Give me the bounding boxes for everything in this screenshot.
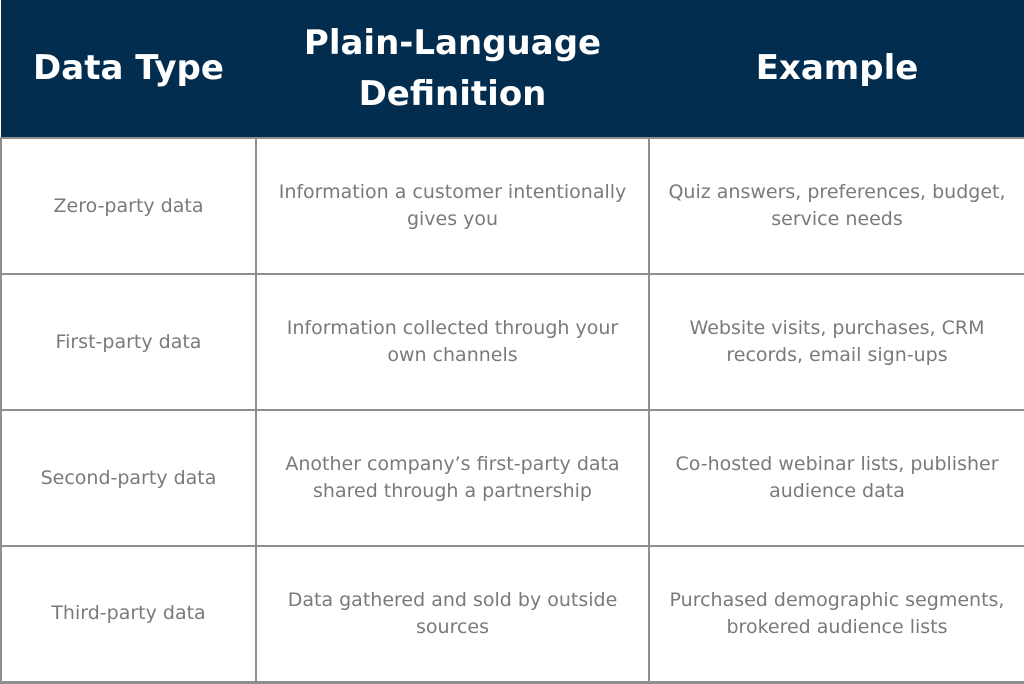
cell-data-type: Second-party data (0, 409, 257, 547)
cell-data-type: Zero-party data (0, 137, 257, 275)
cell-example: Co-hosted webinar lists, publisher audie… (648, 409, 1024, 547)
table-row: Third-party data Data gathered and sold … (0, 545, 1024, 684)
cell-example: Purchased demographic segments, brokered… (648, 545, 1024, 684)
header-example: Example (649, 0, 1024, 138)
cell-example: Quiz answers, preferences, budget, servi… (648, 137, 1024, 275)
table-header: Data Type Plain-Language Definition Exam… (1, 0, 1024, 138)
cell-example: Website visits, purchases, CRM records, … (648, 273, 1024, 411)
cell-data-type: First-party data (0, 273, 257, 411)
table-row: Second-party data Another company’s firs… (0, 409, 1024, 547)
header-row: Data Type Plain-Language Definition Exam… (1, 0, 1024, 138)
header-definition: Plain-Language Definition (256, 0, 649, 138)
cell-definition: Data gathered and sold by outside source… (255, 545, 650, 684)
table-row: Zero-party data Information a customer i… (0, 137, 1024, 275)
table-body: Zero-party data Information a customer i… (0, 137, 1024, 684)
cell-definition: Information a customer intentionally giv… (255, 137, 650, 275)
cell-definition: Information collected through your own c… (255, 273, 650, 411)
header-data-type: Data Type (1, 0, 256, 138)
table-row: First-party data Information collected t… (0, 273, 1024, 411)
cell-definition: Another company’s first-party data share… (255, 409, 650, 547)
cell-data-type: Third-party data (0, 545, 257, 684)
